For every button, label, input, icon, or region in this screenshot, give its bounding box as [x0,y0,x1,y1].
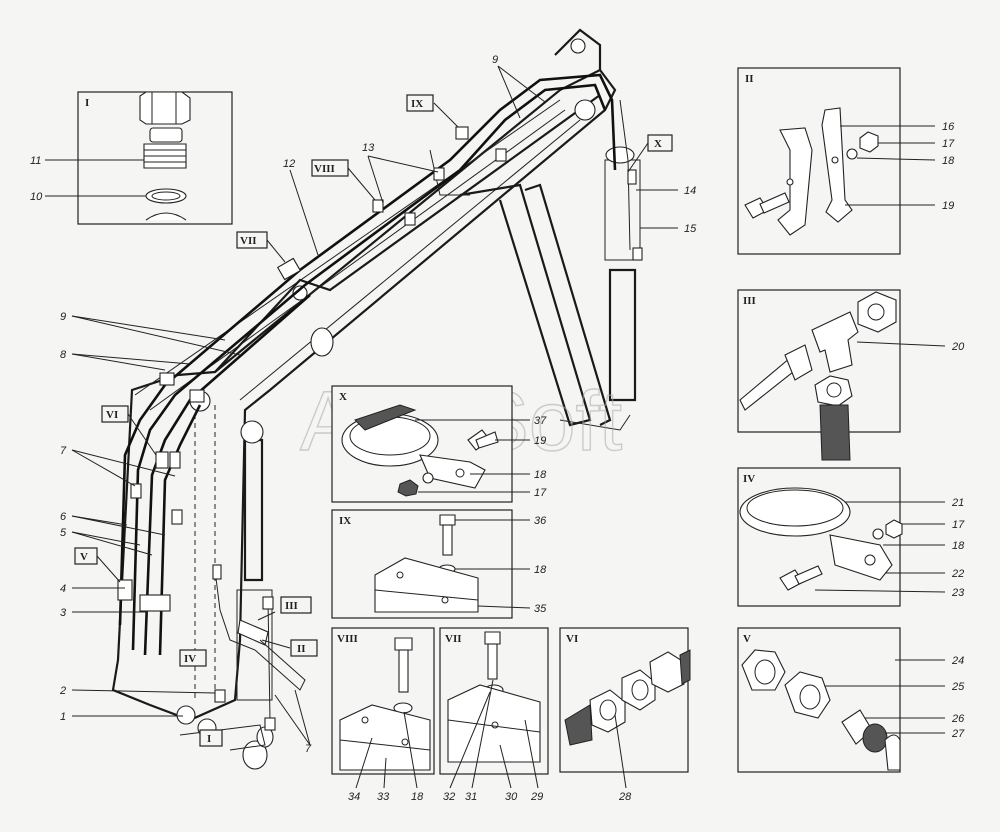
inset-V-callout-24: 24 [951,655,964,667]
inset-II-label: II [745,73,754,85]
inset-I-label: I [85,97,89,109]
inset-IX-callout-36: 36 [534,515,547,527]
inset-II-callout-19: 19 [942,200,954,212]
inset-VII-label: VII [445,633,462,645]
callout-13: 13 [362,142,375,154]
inset-IV-callout-18: 18 [952,540,965,552]
marker-VI: VI [106,409,118,421]
inset-VI-label: VI [566,633,578,645]
inset-X: X 37 19 18 17 [331,385,547,503]
inset-I: I 11 10 [30,91,233,225]
inset-IX: IX 36 18 35 [331,509,547,619]
callout-33: 33 [377,791,390,803]
inset-I-callout-11: 11 [30,155,41,167]
callout-29: 29 [530,791,543,803]
inset-III: III 20 [737,289,965,461]
inset-X-callout-17: 17 [534,487,547,499]
inset-I-callout-10: 10 [30,191,43,203]
callout-9: 9 [60,311,66,323]
marker-II: II [297,643,306,655]
inset-VIII: VIII [331,627,435,775]
inset-II-callout-18: 18 [942,155,955,167]
callout-14: 14 [684,185,696,197]
marker-VII: VII [240,235,257,247]
marker-IV: IV [184,653,196,665]
callout-31: 31 [465,791,477,803]
callout-28: 28 [618,791,632,803]
callout-2: 2 [59,685,66,697]
callout-30: 30 [505,791,518,803]
callout-8: 8 [60,349,67,361]
inset-III-callout-20: 20 [951,341,965,353]
callout-32: 32 [443,791,455,803]
inset-X-label: X [339,391,347,403]
marker-IX: IX [411,98,423,110]
inset-IV-label: IV [743,473,755,485]
main-section-markers: I II III IV V VI VII VIII IX X [74,94,673,747]
inset-V-callout-26: 26 [951,713,965,725]
inset-IV-callout-21: 21 [951,497,964,509]
inset-V-label: V [743,633,751,645]
callout-3: 3 [60,607,67,619]
callout-15: 15 [684,223,697,235]
bottom-callouts: 34 33 18 32 31 30 29 28 [348,679,632,803]
inset-X-callout-18: 18 [534,469,547,481]
callout-7-bottom: 7 [305,743,312,755]
marker-X: X [654,138,662,150]
inset-III-label: III [743,295,756,307]
inset-IX-label: IX [339,515,351,527]
inset-IX-callout-35: 35 [534,603,547,615]
callout-5: 5 [60,527,67,539]
callout-1: 1 [60,711,66,723]
inset-VII: VII [439,627,549,775]
hose-lines [118,73,631,721]
callout-12: 12 [283,158,295,170]
inset-VI: VI [559,627,691,773]
inset-IX-callout-18: 18 [534,564,547,576]
callout-9-top: 9 [492,54,498,66]
marker-VIII: VIII [314,163,335,175]
inset-II: II 16 17 18 19 [737,67,955,255]
inset-V: V 24 25 26 27 [737,627,965,773]
marker-I: I [207,733,211,745]
inset-II-callout-16: 16 [942,121,955,133]
inset-IV-callout-22: 22 [951,568,964,580]
inset-IV-callout-23: 23 [951,587,965,599]
callout-34: 34 [348,791,360,803]
inset-X-callout-37: 37 [534,415,547,427]
callout-4: 4 [60,583,66,595]
inset-IV: IV 21 17 18 22 23 [737,467,965,607]
marker-III: III [285,600,298,612]
inset-X-callout-19: 19 [534,435,546,447]
marker-V: V [80,551,88,563]
inset-VIII-label: VIII [337,633,358,645]
callout-18-bottom: 18 [411,791,424,803]
hose-clamps [117,126,643,731]
main-callouts: 1 2 3 4 5 6 7 8 9 12 13 [59,54,697,755]
callout-7: 7 [60,445,67,457]
inset-V-callout-27: 27 [951,728,965,740]
callout-6: 6 [60,511,67,523]
inset-II-callout-17: 17 [942,138,955,150]
inset-IV-callout-17: 17 [952,519,965,531]
inset-V-callout-25: 25 [951,681,965,693]
